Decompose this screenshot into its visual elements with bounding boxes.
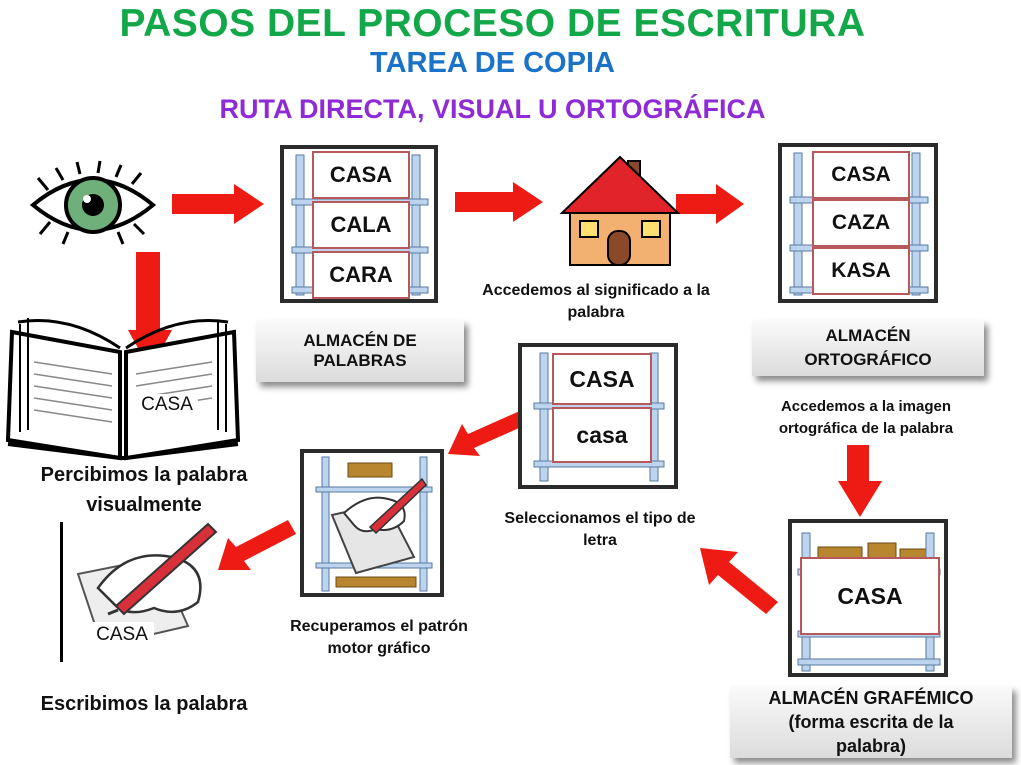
book-word: CASA [136,394,198,418]
house-icon [559,155,681,266]
ortho-word-2: CAZA [812,199,910,247]
motor-pattern-panel [300,449,444,597]
write-caption: Escribimos la palabra [40,693,248,715]
letter-type-uppercase: CASA [552,353,652,405]
written-word: CASA [90,622,154,648]
open-book-icon [5,318,241,461]
arrow-letter-type-to-motor [448,410,528,456]
letter-type-caption: Seleccionamos el tipo de letra [504,510,696,549]
ortho-store-panel: CASA CAZA KASA [778,143,938,303]
lexicon-word-3: CARA [312,251,410,299]
lexicon-word-2: CALA [312,201,410,249]
ortho-word-3: KASA [812,247,910,295]
letter-type-lowercase: casa [552,407,652,463]
page-title: PASOS DEL PROCESO DE ESCRITURA [119,2,866,45]
arrow-eye-to-lexicon [172,184,264,224]
letter-type-panel: CASA casa [518,343,678,489]
meaning-caption: Accedemos al significado a la palabra [482,282,710,321]
grapheme-word: CASA [800,557,940,635]
lexicon-store-label: ALMACÉN DE PALABRAS [256,320,464,382]
arrow-lexicon-to-meaning [455,182,543,222]
ortho-store-label: ALMACÉN ORTOGRÁFICO [752,320,984,376]
grapheme-store-label: ALMACÉN GRAFÉMICO (forma escrita de la p… [730,686,1012,758]
route-title: RUTA DIRECTA, VISUAL U ORTOGRÁFICA [219,94,766,124]
eye-icon [29,160,157,245]
ortho-caption: Accedemos a la imagen ortográfica de la … [778,398,954,437]
perceive-caption: Percibimos la palabra visualmente [40,464,248,516]
ortho-word-1: CASA [812,151,910,199]
grapheme-store-panel: CASA [788,519,948,677]
arrow-ortho-to-grapheme [838,445,882,517]
arrow-grapheme-to-letter-type [700,548,778,614]
lexicon-store-panel: CASA CALA CARA [280,145,438,303]
writing-hand-icon [330,477,427,575]
lexicon-word-1: CASA [312,151,410,199]
arrow-motor-to-write [218,520,296,570]
page-subtitle: TAREA DE COPIA [370,47,615,79]
motor-caption: Recuperamos el patrón motor gráfico [290,618,468,657]
arrow-meaning-to-ortho [676,184,744,224]
